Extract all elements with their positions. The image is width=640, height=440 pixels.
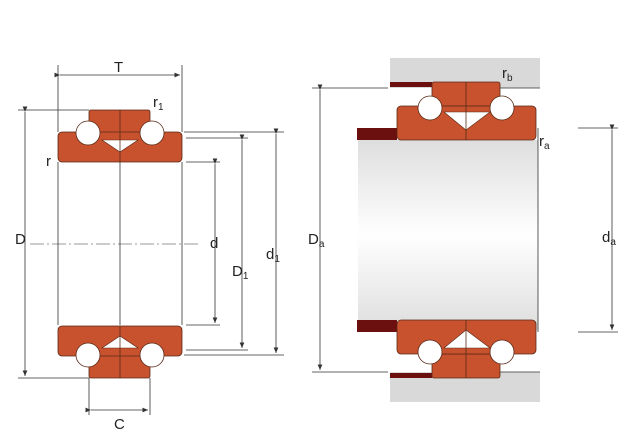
right-dimensions xyxy=(312,84,618,373)
label-D: D xyxy=(15,231,26,248)
label-T: T xyxy=(114,59,123,76)
label-r1: r1 xyxy=(153,94,164,113)
label-ra: ra xyxy=(539,133,550,152)
label-D1: D1 xyxy=(232,263,249,282)
left-dimensions xyxy=(18,65,284,415)
shaft xyxy=(358,140,538,330)
label-d: d xyxy=(210,235,218,252)
label-da: da xyxy=(602,229,616,248)
label-rb: rb xyxy=(502,65,513,84)
right-mounted-bearing xyxy=(356,57,541,403)
label-C: C xyxy=(114,416,125,433)
label-r: r xyxy=(46,153,51,170)
label-Da: Da xyxy=(308,231,325,250)
label-d1: d1 xyxy=(266,246,280,265)
left-bearing-section xyxy=(30,109,200,379)
